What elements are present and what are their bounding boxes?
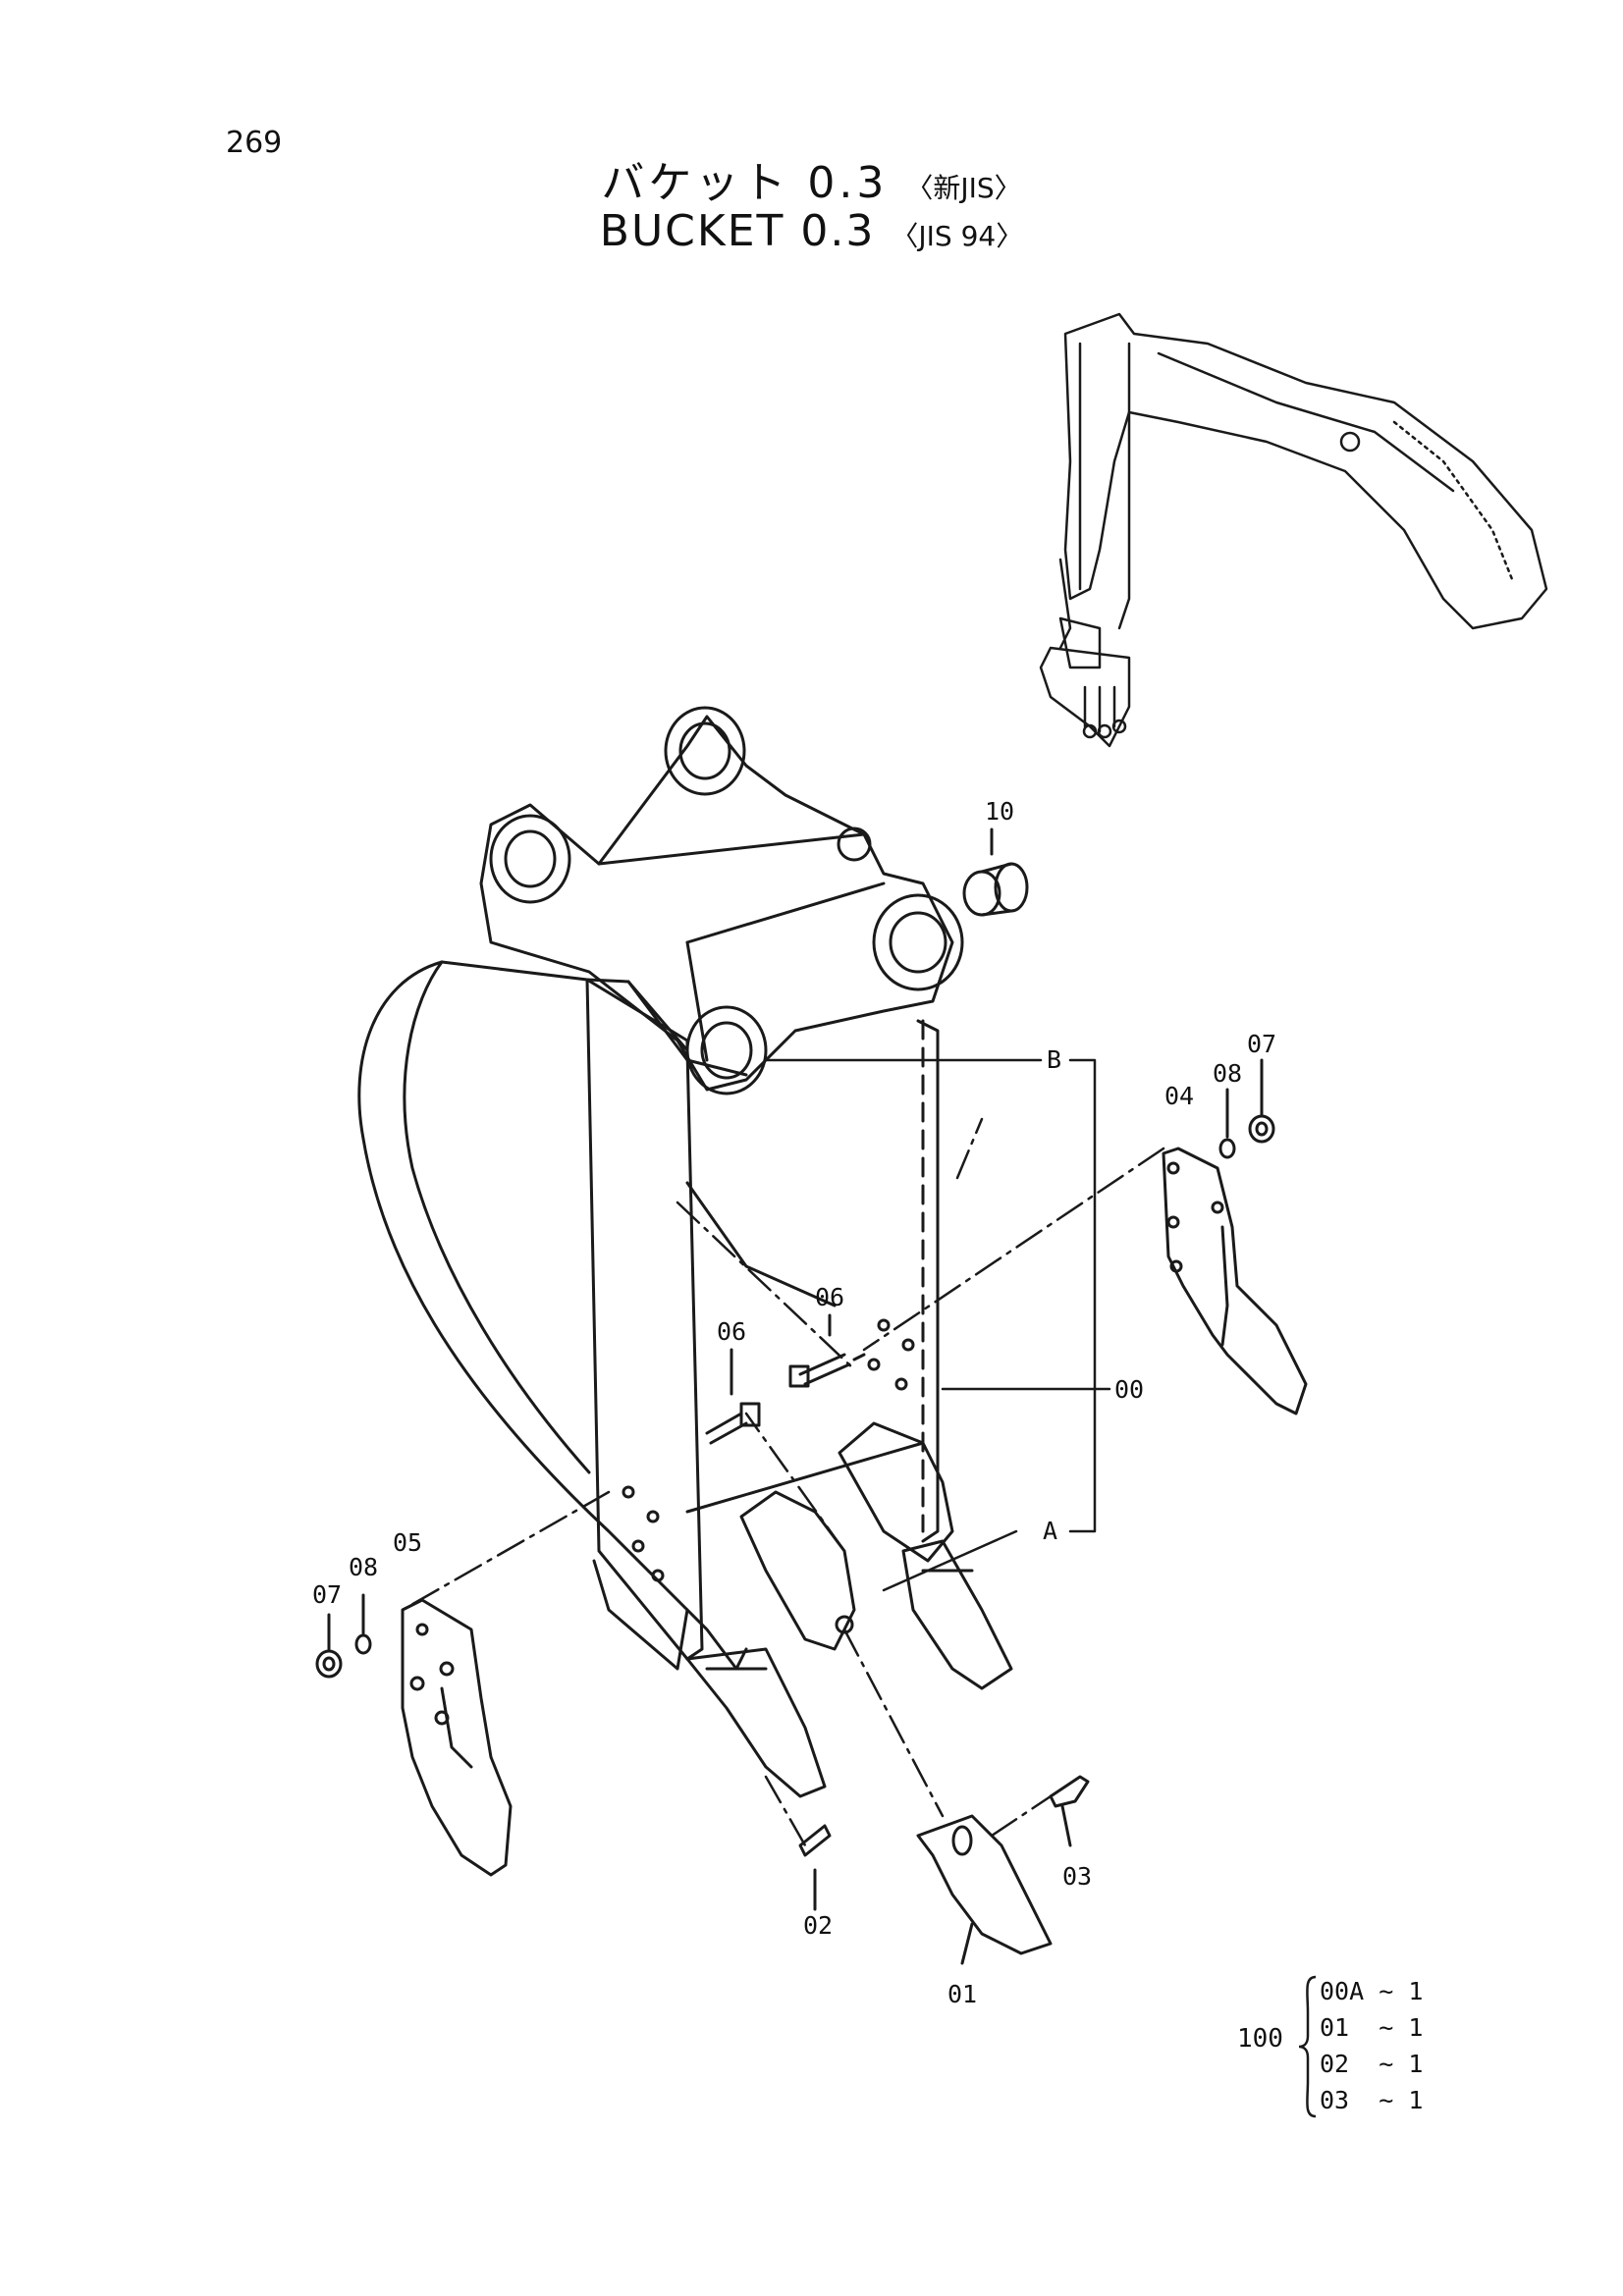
kit-qty: 1 <box>1408 2050 1424 2078</box>
kit-number: 100 <box>1237 2024 1283 2054</box>
nut-part-07-left <box>315 1613 343 1679</box>
callout-06-upper: 06 <box>815 1283 844 1311</box>
callout-07-right: 07 <box>1247 1030 1276 1058</box>
kit-part: 00A <box>1320 1977 1365 2005</box>
nut-part-07-right <box>1248 1058 1275 1144</box>
title-english-text: BUCKET 0.3 <box>599 206 876 256</box>
callout-labels: 10 07 08 04 B 06 06 00 A 05 08 07 03 02 … <box>312 797 1276 2008</box>
bushing-part-10 <box>962 828 1029 917</box>
kit-part: 03 <box>1320 2086 1350 2114</box>
callout-01: 01 <box>947 1980 977 2008</box>
kit-qty: 1 <box>1408 2013 1424 2042</box>
kit-separator: ~ <box>1379 2013 1394 2042</box>
leader-lines <box>401 1058 1165 1847</box>
callout-08-right: 08 <box>1213 1059 1242 1088</box>
page-number: 269 <box>226 126 283 160</box>
brace-icon <box>1298 1975 1317 2118</box>
title-english: BUCKET 0.3 〈JIS 94〉 <box>0 206 1623 256</box>
tooth-adapters <box>685 1421 954 1671</box>
kit-part: 01 <box>1320 2013 1350 2042</box>
title-japanese-standard: 〈新JIS〉 <box>905 172 1022 204</box>
callout-A: A <box>1043 1517 1057 1545</box>
callout-08-left: 08 <box>349 1553 378 1581</box>
callout-02: 02 <box>803 1911 833 1940</box>
lock-pin-part-02 <box>798 1824 832 1911</box>
kit-qty: 1 <box>1408 2086 1424 2114</box>
kit-separator: ~ <box>1379 2050 1394 2078</box>
title-english-standard: 〈JIS 94〉 <box>891 220 1024 252</box>
bucket-body <box>357 960 940 1671</box>
side-cutter-04 <box>1162 1147 1308 1415</box>
callout-03: 03 <box>1062 1862 1092 1891</box>
kit-composition: 100 00A ~ 1 01 ~ 1 02 ~ 1 03 ~ 1 <box>1237 1973 1492 2120</box>
kit-row: 03 ~ 1 <box>1320 2082 1423 2118</box>
excavator-arm-overview <box>1039 312 1548 748</box>
bolt-part-06-upper <box>788 1313 866 1388</box>
kit-row: 00A ~ 1 <box>1320 1973 1423 2009</box>
title-japanese-text: バケット 0.3 <box>601 158 889 208</box>
tooth-part-01 <box>916 1814 1053 1965</box>
pin-part-03 <box>1049 1775 1090 1847</box>
kit-part: 02 <box>1320 2050 1350 2078</box>
mounted-teeth <box>685 1539 1013 1798</box>
bolt-part-06-lower <box>705 1348 761 1445</box>
kit-qty: 1 <box>1408 1977 1424 2005</box>
washer-part-08-right <box>1218 1088 1236 1159</box>
kit-rows: 00A ~ 1 01 ~ 1 02 ~ 1 03 ~ 1 <box>1320 1973 1423 2118</box>
callout-05: 05 <box>393 1528 422 1557</box>
callout-06-lower: 06 <box>717 1317 746 1346</box>
callout-07-left: 07 <box>312 1580 342 1609</box>
callout-B: B <box>1047 1045 1061 1074</box>
washer-part-08-left <box>354 1593 372 1655</box>
kit-row: 02 ~ 1 <box>1320 2046 1423 2082</box>
callout-04: 04 <box>1164 1082 1194 1110</box>
callout-10: 10 <box>985 797 1014 826</box>
kit-row: 01 ~ 1 <box>1320 2009 1423 2046</box>
kit-separator: ~ <box>1379 1977 1394 2005</box>
bucket-bracket <box>479 706 964 1095</box>
kit-separator: ~ <box>1379 2086 1394 2114</box>
title-japanese: バケット 0.3 〈新JIS〉 <box>0 147 1623 210</box>
side-cutter-05 <box>401 1598 513 1877</box>
callout-00: 00 <box>1114 1375 1144 1404</box>
